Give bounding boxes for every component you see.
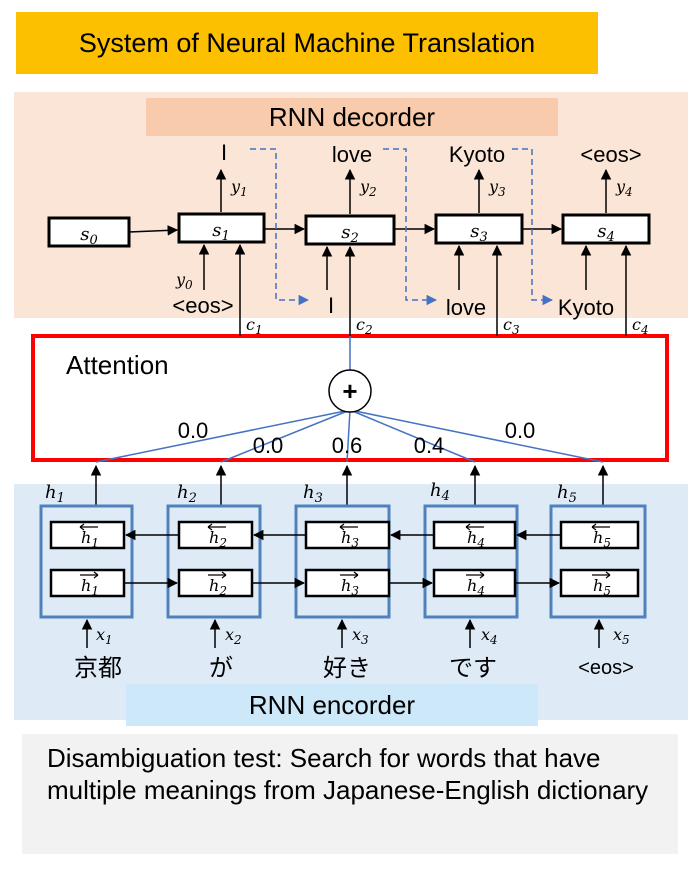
encoder-label: RNN encorder	[249, 690, 416, 720]
decoder-state-s3: s3	[434, 213, 524, 245]
attention-sum-node	[328, 369, 372, 413]
context-label-c3: c3	[503, 315, 520, 337]
svg-text:s2: s2	[341, 222, 359, 246]
decoder-state-s4: s4	[561, 213, 651, 245]
svg-text:h4: h4	[467, 528, 485, 550]
encoder-input-word-4: です	[449, 655, 497, 682]
output-label-y4: y4	[615, 177, 633, 199]
attention-weight-2: 0.0	[253, 433, 284, 458]
note-panel	[22, 734, 678, 854]
decoder-input-label-y0: y0	[175, 270, 193, 292]
attention-weight-4: 0.4	[414, 433, 445, 458]
svg-text:s1: s1	[212, 220, 230, 244]
encoder-hidden-label-h1: h1	[45, 482, 65, 506]
decoder-label-box	[146, 98, 558, 136]
decoder-input-arrows	[198, 243, 592, 290]
svg-text:h5: h5	[593, 576, 611, 598]
decoder-output-arrows	[215, 168, 612, 214]
encoder-hidden-label-h3: h3	[303, 482, 323, 506]
output-word-1: I	[221, 140, 227, 165]
svg-text:h4: h4	[467, 576, 485, 598]
encoder-hidden-label-h2: h2	[177, 482, 197, 506]
decoder-input-word-2: I	[328, 293, 334, 318]
disambiguation-note: Disambiguation test: Search for words th…	[47, 743, 649, 805]
title-banner	[16, 12, 598, 74]
decoder-state-s0: s0	[47, 216, 131, 248]
context-label-c4: c4	[632, 315, 649, 337]
decoder-state-s1: s1	[177, 212, 266, 244]
encoder-cell-5: h5 h5	[549, 504, 647, 619]
output-label-y2: y2	[359, 177, 377, 199]
feedback-dashed-arrows	[250, 148, 554, 306]
encoder-input-label-x3: x3	[352, 625, 369, 647]
encoder-label-box	[126, 684, 538, 726]
encoder-input-word-3: 好き	[323, 655, 371, 682]
attention-weight-5: 0.0	[505, 418, 536, 443]
attention-weight-1: 0.0	[178, 418, 209, 443]
decoder-input-word-3: love	[446, 295, 486, 320]
encoder-cell-3: h3 h3	[294, 504, 391, 619]
decoder-input-word-1: <eos>	[172, 293, 233, 318]
encoder-cell-2: h2 h2	[166, 504, 262, 619]
encoder-hidden-arrows	[90, 464, 609, 506]
output-word-2: love	[332, 142, 372, 167]
encoder-input-word-1: 京都	[74, 655, 122, 682]
output-label-y3: y3	[488, 177, 506, 199]
svg-text:s0: s0	[80, 224, 98, 248]
encoder-hidden-label-h5: h5	[557, 482, 577, 506]
attention-weight-3: 0.6	[332, 433, 363, 458]
svg-text:h1: h1	[81, 576, 99, 598]
output-label-y1: y1	[230, 177, 248, 199]
encoder-input-word-5: <eos>	[578, 657, 634, 679]
decoder-state-s2: s2	[304, 214, 396, 246]
decoder-label: RNN decorder	[269, 102, 436, 132]
encoder-input-label-x5: x5	[613, 625, 630, 647]
svg-text:h3: h3	[341, 576, 359, 598]
encoder-input-label-x1: x1	[96, 625, 113, 647]
output-word-3: Kyoto	[449, 142, 505, 167]
svg-text:h3: h3	[341, 528, 359, 550]
context-label-c1: c1	[246, 315, 263, 337]
diagram-title: System of Neural Machine Translation	[78, 28, 536, 58]
svg-text:s4: s4	[597, 221, 615, 245]
context-arrows	[234, 243, 632, 336]
encoder-input-label-x2: x2	[225, 625, 242, 647]
output-word-4: <eos>	[580, 142, 641, 167]
encoder-input-label-x4: x4	[481, 625, 498, 647]
decoder-input-word-4: Kyoto	[558, 295, 614, 320]
encoder-cell-1: h1 h1	[39, 504, 134, 619]
attention-sum-symbol: +	[342, 376, 357, 406]
encoder-input-arrows	[81, 618, 605, 648]
svg-text:h2: h2	[209, 576, 227, 598]
attention-lines	[95, 336, 604, 463]
encoder-hidden-label-h4: h4	[430, 480, 450, 504]
svg-text:h1: h1	[81, 528, 99, 550]
context-label-c2: c2	[356, 315, 373, 337]
svg-text:h2: h2	[209, 528, 227, 550]
attention-label: Attention	[66, 350, 169, 380]
svg-text:s3: s3	[470, 221, 488, 245]
svg-text:h5: h5	[593, 528, 611, 550]
decoder-state-arrows	[128, 223, 563, 236]
encoder-input-word-2: が	[209, 655, 233, 682]
